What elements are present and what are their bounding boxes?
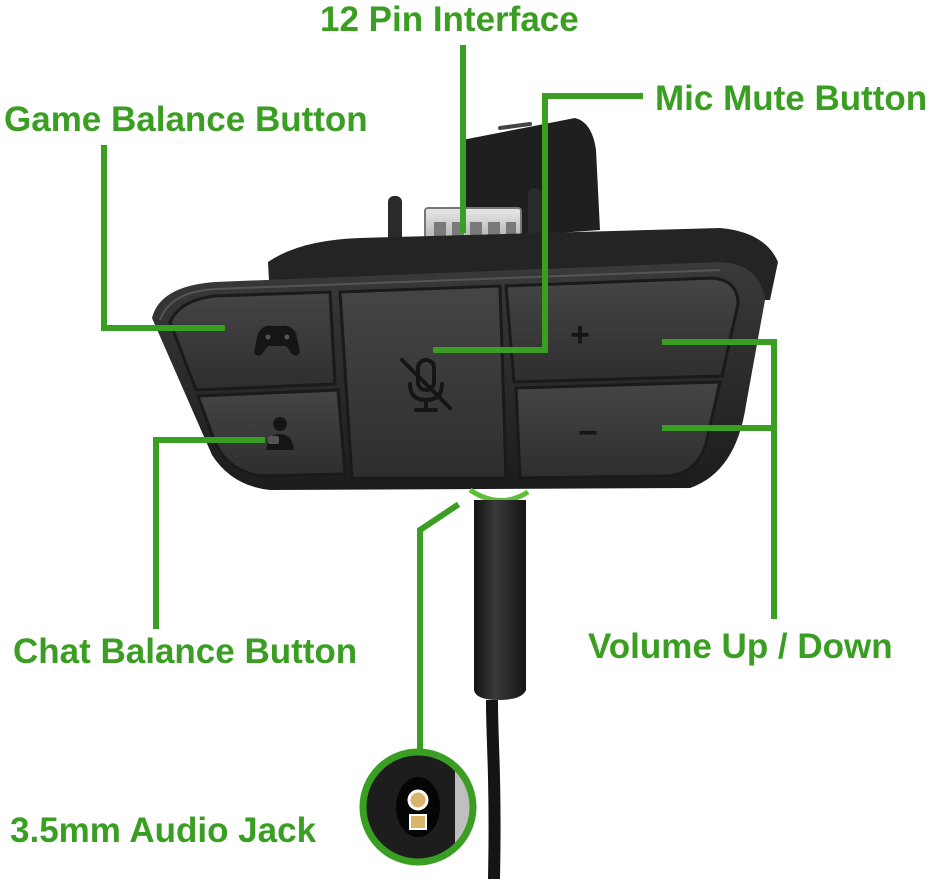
game-balance-button [168, 290, 337, 392]
callout-jack [417, 501, 461, 755]
callout-lines [101, 45, 777, 755]
callout-mic [433, 93, 643, 353]
callout-chat [153, 437, 265, 629]
chat-balance-button [195, 388, 347, 478]
label-mic-mute-button: Mic Mute Button [655, 79, 928, 118]
person-chat-icon [266, 417, 294, 450]
audio-jack-detail [359, 748, 477, 866]
minus-symbol: − [578, 414, 598, 452]
label-game-balance-button: Game Balance Button [4, 100, 368, 139]
label-audio-jack: 3.5mm Audio Jack [10, 811, 317, 850]
plus-symbol: + [570, 316, 590, 354]
callout-game [101, 145, 225, 331]
accent-ring [468, 487, 530, 503]
label-volume-up-down: Volume Up / Down [588, 627, 893, 666]
cable [474, 500, 526, 700]
label-chat-balance-button: Chat Balance Button [13, 632, 358, 671]
volume-up-button [504, 276, 740, 384]
mic-muted-icon [400, 358, 452, 412]
label-12-pin-interface: 12 Pin Interface [320, 0, 579, 39]
controller-icon [254, 325, 300, 356]
volume-down-button [514, 380, 722, 480]
callout-vol-up [662, 339, 777, 619]
